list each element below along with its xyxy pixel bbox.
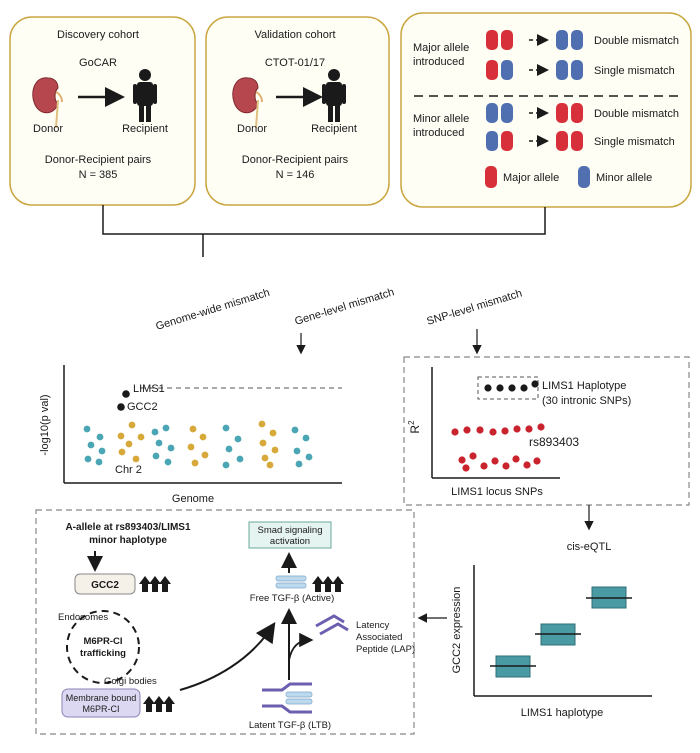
snp-ylabel-base: R — [408, 425, 422, 434]
major-allele-label: Major allele — [503, 172, 559, 184]
minor-allele-label: Minor allele — [596, 172, 652, 184]
genome-wide-label: Genome-wide mismatch — [154, 287, 271, 333]
manhattan-ylabel: -log10(p val) — [39, 394, 51, 455]
cohort-connector — [102, 205, 546, 257]
minor-allele-swatch — [578, 166, 590, 188]
gcc2-label: GCC2 — [127, 401, 158, 413]
latent-tgf-label: Latent TGF-β (LTB) — [249, 720, 331, 731]
discovery-title: Discovery cohort — [57, 29, 139, 41]
lap-label-3: Peptide (LAP) — [356, 644, 415, 655]
free-tgf-icon — [275, 575, 307, 589]
snp-xlabel: LIMS1 locus SNPs — [451, 486, 543, 498]
gcc2-box-label: GCC2 — [91, 580, 119, 591]
membrane-label: Membrane bound — [66, 693, 137, 703]
gcc2-point — [117, 403, 125, 411]
snp-ylabel: R2 — [407, 420, 422, 434]
allele-label: A-allele at rs893403/LIMS1 — [65, 522, 191, 533]
discovery-donor-label: Donor — [33, 123, 63, 135]
validation-donor-label: Donor — [237, 123, 267, 135]
validation-title: Validation cohort — [254, 29, 335, 41]
up-arrows-icon — [143, 696, 175, 712]
manhattan-xlabel: Genome — [172, 493, 214, 505]
kidney-icon — [32, 77, 63, 129]
double-mismatch-label: Double mismatch — [594, 35, 679, 47]
validation-study: CTOT-01/17 — [265, 57, 325, 69]
major-intro-label: Major allele — [413, 42, 469, 54]
latent-tgf-icon — [262, 682, 313, 714]
smad-box — [248, 521, 332, 549]
discovery-recipient-label: Recipient — [122, 123, 168, 135]
m6pr-label: M6PR-CI — [83, 636, 122, 647]
haplotype-label: LIMS1 Haplotype — [542, 380, 626, 392]
lims1-label: LIMS1 — [133, 383, 165, 395]
validation-n: N = 146 — [276, 169, 315, 181]
discovery-pairs: Donor-Recipient pairs — [45, 154, 152, 166]
minor-intro-label-2: introduced — [413, 127, 464, 139]
mismatch-legend-panel: Major allele introduced Double mismatch … — [400, 12, 692, 208]
lap-icon — [315, 614, 349, 636]
trafficking-cycle — [66, 610, 140, 684]
allele-label-2: minor haplotype — [89, 535, 167, 546]
gcc2-box — [74, 573, 136, 595]
activation-arrow — [179, 622, 276, 691]
recipient-person-icon — [133, 69, 157, 122]
minor-intro-label: Minor allele — [413, 113, 469, 125]
haplotype-sublabel: (30 intronic SNPs) — [542, 395, 631, 407]
snp-points-low — [458, 452, 541, 472]
chr2-label: Chr 2 — [115, 464, 142, 476]
snp-ylabel-sup: 2 — [407, 420, 416, 425]
up-arrows-icon — [312, 576, 344, 592]
single-mismatch-label-2: Single mismatch — [594, 136, 675, 148]
snp-points-high — [451, 423, 545, 436]
recipient-person-icon — [322, 69, 346, 122]
trafficking-label: trafficking — [80, 648, 126, 659]
major-allele-swatch — [485, 166, 497, 188]
membrane-label-2: M6PR-CI — [82, 704, 119, 714]
kidney-icon — [232, 77, 263, 129]
eqtl-label: cis-eQTL — [567, 541, 612, 553]
lap-label: Latency — [356, 620, 390, 631]
lap-label-2: Associated — [356, 632, 402, 643]
manhattan-points — [83, 420, 313, 469]
eqtl-plot: GCC2 expression LIMS1 haplotype — [451, 565, 652, 719]
golgi-label: Golgi bodies — [104, 676, 157, 687]
up-arrows-icon — [139, 576, 171, 592]
manhattan-plot: -log10(p val) Genome LIMS1 GCC2 Chr 2 — [39, 365, 342, 505]
eqtl-xlabel: LIMS1 haplotype — [521, 707, 604, 719]
lims1-point — [122, 390, 130, 398]
smad-label: Smad signaling — [258, 525, 323, 536]
validation-recipient-label: Recipient — [311, 123, 357, 135]
gene-level-label: Gene-level mismatch — [293, 286, 395, 328]
snp-plot-panel: R2 LIMS1 locus SNPs LIMS1 Haplotype (30 … — [403, 356, 690, 506]
mechanism-panel: A-allele at rs893403/LIMS1 minor haploty… — [35, 509, 415, 735]
eqtl-ylabel: GCC2 expression — [451, 587, 463, 674]
major-intro-label-2: introduced — [413, 56, 464, 68]
snp-level-label: SNP-level mismatch — [425, 287, 523, 327]
discovery-cohort-panel: Discovery cohort GoCAR Donor Recipient D… — [9, 16, 196, 206]
discovery-n: N = 385 — [79, 169, 118, 181]
smad-label-2: activation — [270, 536, 310, 547]
free-tgf-label: Free TGF-β (Active) — [250, 593, 334, 604]
discovery-study: GoCAR — [79, 57, 117, 69]
validation-cohort-panel: Validation cohort CTOT-01/17 Donor Recip… — [205, 16, 390, 206]
membrane-m6pr-box — [61, 688, 141, 718]
haplotype-box — [477, 376, 539, 400]
double-mismatch-label-2: Double mismatch — [594, 108, 679, 120]
single-mismatch-label: Single mismatch — [594, 65, 675, 77]
validation-pairs: Donor-Recipient pairs — [242, 154, 349, 166]
rs893403-label: rs893403 — [529, 435, 579, 449]
